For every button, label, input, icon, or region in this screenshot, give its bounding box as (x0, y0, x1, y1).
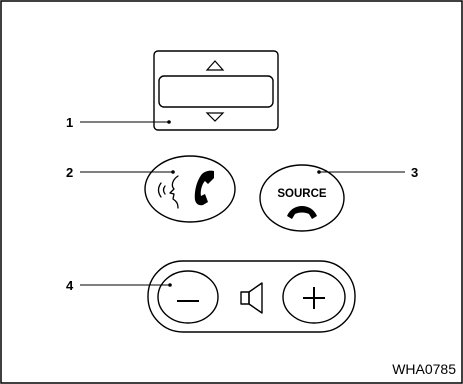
volume-up-button[interactable] (283, 271, 345, 323)
talk-phone-button[interactable] (145, 156, 235, 222)
callout-label-2: 2 (66, 165, 73, 180)
scroll-switch-display (159, 76, 273, 107)
source-button[interactable]: SOURCE (260, 165, 344, 231)
callout-dot-3 (317, 170, 321, 174)
callout-label-3: 3 (411, 165, 418, 180)
volume-switch[interactable] (148, 261, 355, 332)
figure-code: WHA0785 (392, 361, 456, 377)
volume-down-button[interactable] (158, 271, 218, 323)
callout-dot-4 (168, 283, 172, 287)
callout-dot-2 (171, 170, 175, 174)
source-button-label: SOURCE (277, 188, 327, 200)
callout-dot-1 (167, 120, 171, 124)
scroll-switch[interactable] (154, 51, 278, 130)
callout-label-4: 4 (66, 278, 74, 293)
callout-label-1: 1 (66, 115, 73, 130)
